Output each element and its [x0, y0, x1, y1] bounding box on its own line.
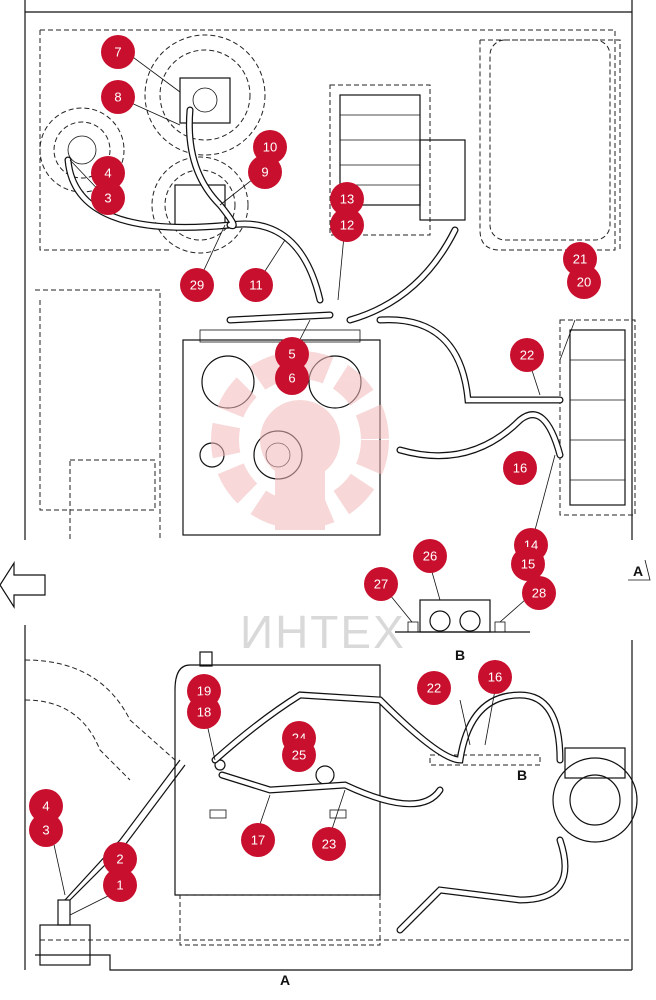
callout: 13 [330, 182, 364, 216]
callout: 15 [511, 547, 545, 581]
svg-text:21: 21 [573, 252, 587, 267]
svg-text:3: 3 [42, 823, 49, 838]
svg-text:4: 4 [104, 166, 111, 181]
svg-text:4: 4 [42, 799, 49, 814]
svg-text:11: 11 [249, 278, 263, 293]
callout: 16 [478, 660, 512, 694]
callout: 6 [275, 361, 309, 395]
svg-text:3: 3 [104, 191, 111, 206]
callout: 20 [567, 265, 601, 299]
callout: 23 [312, 827, 346, 861]
callout: 12 [330, 208, 364, 242]
svg-text:19: 19 [197, 684, 211, 699]
svg-text:20: 20 [577, 275, 591, 290]
callout: 1 [103, 868, 137, 902]
callout: 8 [101, 80, 135, 114]
svg-text:18: 18 [197, 705, 211, 720]
svg-text:25: 25 [292, 748, 306, 763]
callout: 3 [91, 181, 125, 215]
callout: 5 [275, 337, 309, 371]
callout: 7 [101, 35, 135, 69]
svg-text:6: 6 [288, 371, 295, 386]
callout: 26 [413, 539, 447, 573]
svg-text:15: 15 [521, 557, 535, 572]
svg-text:9: 9 [261, 165, 268, 180]
view-label-a-bottom: A [280, 972, 290, 988]
svg-text:26: 26 [423, 549, 437, 564]
svg-text:2: 2 [116, 852, 123, 867]
view-label-b-side: B [517, 767, 527, 783]
callout: 28 [522, 576, 556, 610]
top-view [24, 0, 636, 540]
svg-text:10: 10 [263, 140, 277, 155]
watermark-text: ИНТЕХ [240, 606, 406, 658]
callout: 25 [282, 738, 316, 772]
svg-text:29: 29 [190, 278, 204, 293]
callout: 2 [103, 842, 137, 876]
view-label-a-side: A [633, 563, 643, 579]
svg-text:22: 22 [427, 681, 441, 696]
svg-text:13: 13 [340, 192, 354, 207]
svg-text:8: 8 [114, 90, 121, 105]
svg-text:23: 23 [322, 837, 336, 852]
callout: 17 [241, 823, 275, 857]
svg-text:22: 22 [520, 348, 534, 363]
svg-text:5: 5 [288, 347, 295, 362]
callout: 22 [510, 338, 544, 372]
svg-text:16: 16 [488, 670, 502, 685]
svg-text:17: 17 [251, 833, 265, 848]
callout: 3 [29, 813, 63, 847]
callout: 11 [239, 268, 273, 302]
detail-b [389, 564, 530, 633]
callout: 27 [364, 567, 398, 601]
svg-text:12: 12 [340, 218, 354, 233]
view-label-b-detail: B [455, 647, 465, 663]
callout: 16 [503, 451, 537, 485]
callout: 18 [187, 695, 221, 729]
callout: 4 [91, 156, 125, 190]
svg-text:16: 16 [513, 461, 527, 476]
callout: 9 [248, 155, 282, 189]
svg-text:7: 7 [114, 45, 121, 60]
arrow-left-icon [0, 560, 46, 610]
svg-text:27: 27 [374, 577, 388, 592]
callout: 4 [29, 789, 63, 823]
bottom-view [24, 625, 638, 971]
svg-text:1: 1 [116, 878, 123, 893]
callouts-top: 7 8 10 9 4 3 29 11 13 12 5 6 21 20 22 16… [91, 35, 601, 610]
svg-text:28: 28 [532, 586, 546, 601]
callout: 29 [180, 268, 214, 302]
callout: 22 [417, 671, 451, 705]
callouts-bottom: 19 18 24 25 17 23 22 16 4 3 2 1 [29, 660, 512, 902]
